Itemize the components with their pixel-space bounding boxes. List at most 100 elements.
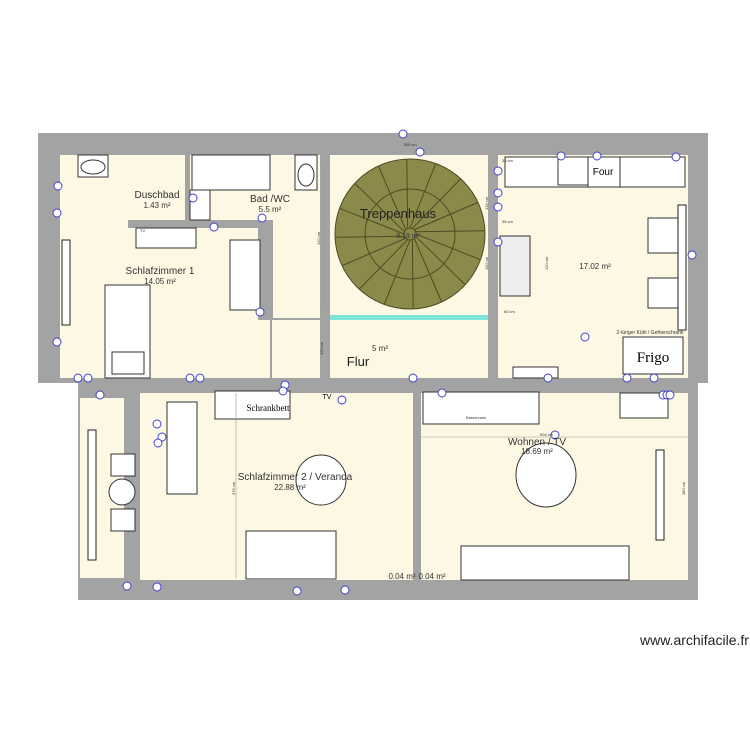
room-area: 5.5 m² — [259, 205, 282, 214]
power-socket-icon — [580, 332, 590, 342]
dining-table — [515, 442, 577, 508]
power-socket-icon — [209, 222, 219, 232]
room-area: 9.19 m² — [396, 233, 420, 240]
power-socket-icon — [152, 582, 162, 592]
stair-tread — [335, 235, 405, 238]
power-socket-icon — [493, 237, 503, 247]
power-socket-icon — [340, 585, 350, 595]
power-socket-icon — [157, 432, 167, 442]
power-socket-icon — [437, 388, 447, 398]
power-socket-icon — [665, 390, 675, 400]
dimension: 376 cm — [231, 481, 236, 495]
sofa-kitchen-1 — [647, 217, 679, 254]
power-socket-icon — [622, 373, 632, 383]
power-socket-icon — [671, 152, 681, 162]
washbasin — [77, 154, 109, 178]
power-socket-icon — [152, 419, 162, 429]
bathtub — [191, 154, 271, 191]
room-name: Bad /WC — [250, 194, 290, 205]
dimension: 300 cm — [403, 142, 417, 147]
stair-tread — [358, 239, 409, 290]
power-socket-icon — [188, 193, 198, 203]
room-area: 1.43 m² — [143, 201, 170, 210]
kitchen-counter-left — [499, 235, 531, 297]
stair-tread — [409, 163, 437, 229]
dimension: 180 cm — [681, 481, 686, 495]
tv-bench — [135, 227, 197, 249]
power-socket-icon — [122, 581, 132, 591]
room-area: 14.05 m² — [144, 277, 176, 286]
stair-tread — [415, 235, 466, 286]
dimension: 60 cm — [504, 309, 516, 314]
sideboard — [460, 545, 630, 581]
tv-small-label: TV — [140, 228, 145, 233]
power-socket-icon — [195, 373, 205, 383]
stair-tread — [411, 239, 414, 309]
room-area: 0.04 m² — [418, 572, 445, 581]
dimension: 35 cm — [502, 219, 514, 224]
dimension: 130 cm — [484, 196, 489, 210]
power-socket-icon — [493, 188, 503, 198]
dimension: 120 cm — [319, 341, 324, 355]
room-name: Duschbad — [134, 190, 179, 201]
power-socket-icon — [53, 181, 63, 191]
power-socket-icon — [408, 373, 418, 383]
stair-tread — [413, 238, 443, 303]
power-socket-icon — [649, 373, 659, 383]
power-socket-icon — [556, 151, 566, 161]
power-socket-icon — [337, 395, 347, 405]
desk — [166, 401, 198, 495]
power-socket-icon — [153, 438, 163, 448]
room-area: 17.02 m² — [579, 262, 611, 271]
stair-tread — [411, 178, 462, 229]
schrankbett-label: Schrankbett — [247, 403, 290, 413]
dimension-lines — [235, 165, 688, 578]
power-socket-icon — [73, 373, 83, 383]
fridge-label: Frigo — [637, 350, 670, 366]
sofa-kitchen-2 — [647, 277, 679, 309]
power-socket-icon — [398, 129, 408, 139]
room-duschbad[interactable] — [130, 155, 185, 220]
power-socket-icon — [255, 307, 265, 317]
stair-tread — [341, 237, 406, 267]
furniture — [77, 154, 686, 581]
watermark[interactable]: www.archifacile.fr — [640, 632, 749, 648]
schrankbett — [214, 390, 291, 420]
room-name: Flur — [347, 354, 370, 369]
dimension: 35 cm — [502, 158, 514, 163]
power-socket-icon — [543, 373, 553, 383]
dimension: 130 cm — [484, 256, 489, 270]
glass-railing — [330, 315, 488, 320]
power-socket-icon — [95, 390, 105, 400]
room-area: 0.04 m² — [388, 572, 415, 581]
stair-tread — [415, 230, 485, 233]
power-socket-icon — [52, 337, 62, 347]
power-socket-icon — [292, 586, 302, 596]
tv-label: TV — [323, 394, 332, 401]
sockets — [52, 129, 697, 596]
stair-tread — [415, 233, 481, 261]
dimension: 504 cm — [540, 432, 554, 437]
oven-label: Four — [593, 167, 614, 178]
oven — [587, 156, 621, 188]
stair-tread — [354, 182, 405, 233]
room-area: 22.88 m² — [274, 483, 306, 492]
dimension: 120 cm — [316, 231, 321, 245]
spiral-staircase[interactable] — [334, 158, 486, 310]
room-flur[interactable] — [272, 320, 488, 378]
power-socket-icon — [687, 250, 697, 260]
power-socket-icon — [592, 151, 602, 161]
room-name: Treppenhaus — [360, 206, 437, 221]
power-socket-icon — [493, 202, 503, 212]
room-area: 18.69 m² — [521, 447, 553, 456]
power-socket-icon — [493, 166, 503, 176]
dimension: 120 cm — [544, 256, 549, 270]
sofa — [245, 530, 337, 580]
power-socket-icon — [278, 386, 288, 396]
round-table — [295, 454, 347, 506]
radiators — [61, 204, 687, 561]
power-socket-icon — [257, 213, 267, 223]
stair-tread — [339, 207, 405, 235]
room-name: Schlafzimmer 2 / Veranda — [238, 472, 353, 483]
